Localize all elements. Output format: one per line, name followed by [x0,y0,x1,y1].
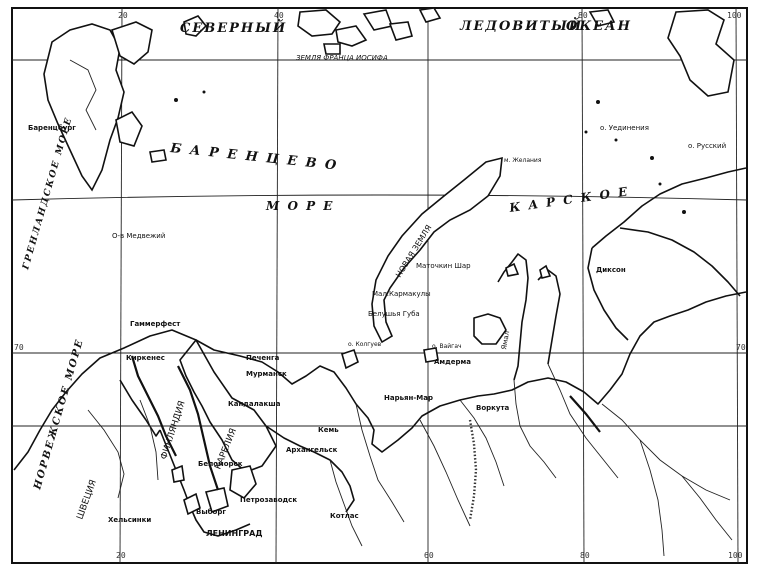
lon-20-label: 20 [118,11,128,20]
vaygach-label: о. Вайгач [432,343,462,350]
kem-label: Кемь [318,426,339,434]
kotlas-label: Котлас [330,512,359,520]
amderma-label: Амдерма [434,358,471,366]
naryan-mar-label: Нарьян-Мар [384,394,433,402]
matochkin-label: Маточкин Шар [416,262,471,270]
severnaya-zemlya [588,9,735,97]
lon-40-label: 40 [274,11,284,20]
vyborg-label: Выборг [196,508,226,516]
svalbard-landmass [43,21,167,192]
rivers [87,363,733,557]
belushya-label: Белушья Губа [368,310,420,318]
vorkuta-label: Воркута [476,404,510,412]
helsinki-label: Хельсинки [108,516,151,524]
kolguev-label: о. Колгуев [348,341,382,348]
lat-70-left-label: 70 [14,343,24,352]
belomorsk-label: Беломорск [198,460,243,468]
small-islands [174,90,686,279]
murmansk-label: Мурманск [246,370,287,378]
arctic-ocean-label-2: ЛЕДОВИТЫЙ [459,17,583,34]
kirkenes-label: Киркенес [126,354,165,362]
dikson-label: Диксон [596,266,626,274]
arkhangelsk-label: Архангельск [286,446,338,454]
franz-josef-land [183,7,442,55]
barents-sea-label-2: М О Р Е [265,199,334,213]
russkiy-label: о. Русский [688,142,726,150]
pechenga-label: Печенга [246,354,280,362]
lon-60-bottom-label: 60 [424,551,434,560]
taymyr-peninsula [587,167,747,341]
franz-josef-label: ЗЕМЛЯ ФРАНЦА ИОСИФА [296,54,388,62]
kandalaksha-label: Кандалакша [228,400,281,408]
coordinate-labels: 20 40 60 80 100 20 60 80 100 70 70 [14,11,746,560]
novaya-zemlya [371,156,503,344]
borders [130,355,601,521]
lat-70-right-label: 70 [736,343,746,352]
petrozavodsk-label: Петрозаводск [240,496,297,504]
lon-20-bottom-label: 20 [116,551,126,560]
lon-80-label: 80 [578,11,588,20]
arctic-ocean-label-3: ОКЕАН [566,19,632,34]
hammerfest-label: Гаммерфест [130,320,181,328]
malye-karmakuly-label: Мал.Кармакулы [372,290,431,298]
uedinenia-label: о. Уединения [600,124,649,132]
leningrad-label: ЛЕНИНГРАД [206,529,262,538]
place-labels: Баренцбург О-в Медвежий о. Уединения о. … [28,124,726,538]
lon-100-label: 100 [728,551,743,560]
lakes [171,464,257,516]
arctic-ocean-label-1: СЕВЕРНЫЙ [180,19,287,36]
lon-80-bottom-label: 80 [580,551,590,560]
yamal-label: Ямал [500,330,511,350]
medvezhiy-label: О-в Медвежий [112,232,165,240]
mainland-coast [13,291,747,537]
lon-100-top-label: 100 [727,11,742,20]
zhelaniya-label: м. Желания [504,157,542,164]
barentsburg-label: Баренцбург [28,124,76,132]
